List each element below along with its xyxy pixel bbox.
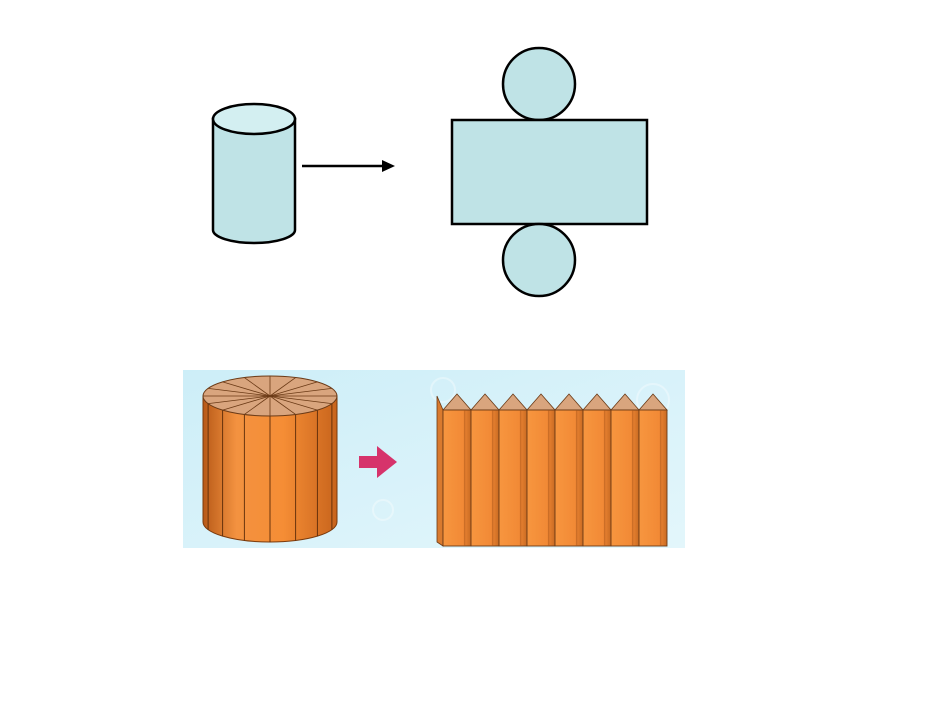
cylinder-net [450,46,649,298]
segmented-cylinder [202,375,338,543]
prism-column [638,409,668,547]
net-top-circle [501,46,577,122]
cylinder-sector-line [269,381,318,397]
prism-column [582,409,612,547]
right-arrow-icon [302,160,395,172]
cylinder-sector-line [222,395,271,411]
cylinder-to-prism-illustration [183,370,685,548]
cylinder-sector-line [244,377,271,397]
prism-column [470,409,500,547]
prism-side-face [436,395,444,547]
rearranged-prism [436,393,668,547]
cylinder-sector-line [222,381,271,397]
prism-column [610,409,640,547]
cylinder-sector-line [269,395,296,415]
prism-column [526,409,556,547]
cylinder-sector-line [208,387,271,397]
prism-column [554,409,584,547]
cylinder-sector-line [244,395,271,415]
cylinder-shape [211,102,297,245]
cylinder-net-diagram [211,46,649,298]
cylinder-sector-line [269,387,332,397]
prism-column [498,409,528,547]
cylinder-sector-line [269,395,332,405]
right-arrow-icon [359,446,397,478]
net-bottom-circle [501,222,577,298]
cylinder-sector-line [269,395,318,411]
cylinder-sector-line [208,395,271,405]
net-rectangle [450,118,649,226]
cylinder-sector-line [269,377,296,397]
prism-column [442,409,472,547]
